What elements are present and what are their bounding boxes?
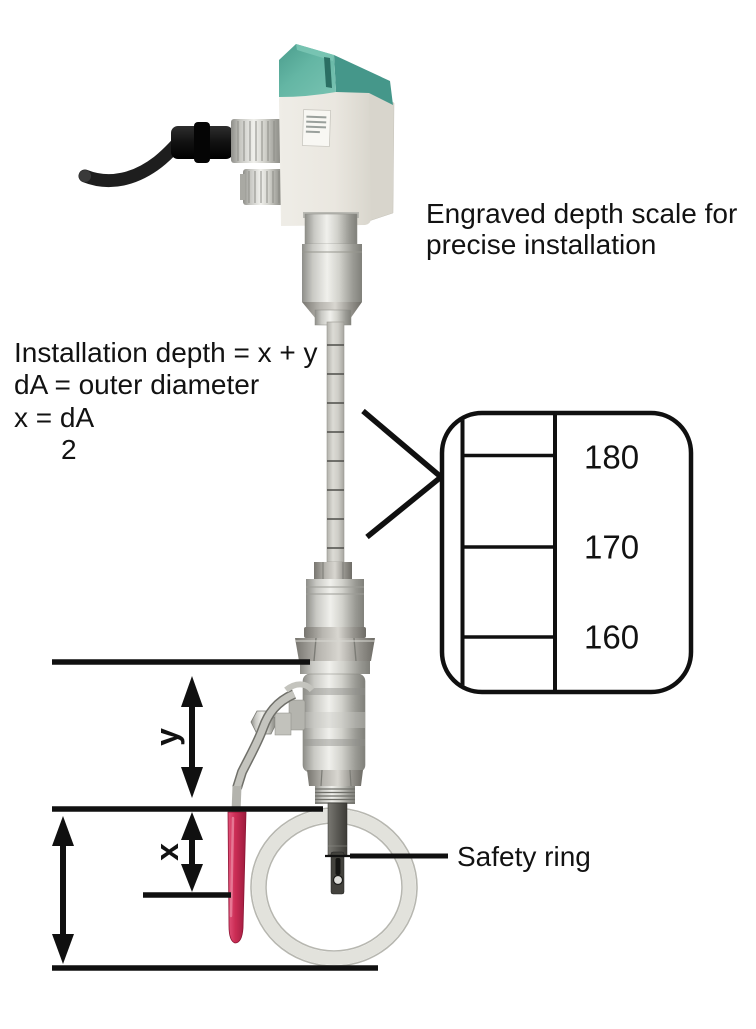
arrow-x [181, 812, 203, 892]
engraved-note-line2: precise installation [426, 229, 657, 260]
arrow-total-depth [52, 816, 74, 964]
dim-label-x: x [149, 843, 185, 861]
scale-value-1: 180 [584, 439, 639, 476]
compression-fitting [295, 562, 375, 674]
engraved-note-line1: Engraved depth scale for [426, 198, 738, 229]
connector-top [171, 119, 285, 163]
cable-cut-end [79, 170, 91, 182]
formula-line1: Installation depth = x + y [14, 337, 318, 368]
cable [78, 136, 185, 188]
valve-lever-strap [233, 690, 296, 790]
engraved-note: Engraved depth scale for precise install… [426, 198, 737, 260]
device-label [301, 109, 332, 147]
ball-valve [231, 673, 366, 813]
green-cap [279, 44, 393, 105]
tip-hole [332, 874, 344, 886]
depth-scale-ticks [327, 344, 344, 549]
tip-slot [335, 858, 341, 875]
formula-line3: x = dA [14, 402, 95, 433]
scale-value-2: 170 [584, 529, 639, 566]
depth-scale-callout: 180 170 160 [439, 410, 694, 695]
probe-tip [327, 802, 348, 895]
probe-shaft [326, 321, 345, 563]
arrow-y [181, 676, 203, 798]
connector-bottom [240, 169, 285, 205]
sensor-head [279, 44, 395, 226]
safety-ring-label: Safety ring [457, 841, 591, 872]
formula-line2: dA = outer diameter [14, 369, 260, 400]
formula-denominator: 2 [61, 434, 77, 465]
neck-fitting [302, 212, 362, 331]
valve-handle-red [227, 811, 247, 944]
scale-value-3: 160 [584, 619, 639, 656]
cap-slot [324, 57, 332, 88]
dim-label-y: y [149, 728, 185, 746]
dimension-lines [52, 659, 448, 971]
callout-pointer [361, 408, 446, 540]
